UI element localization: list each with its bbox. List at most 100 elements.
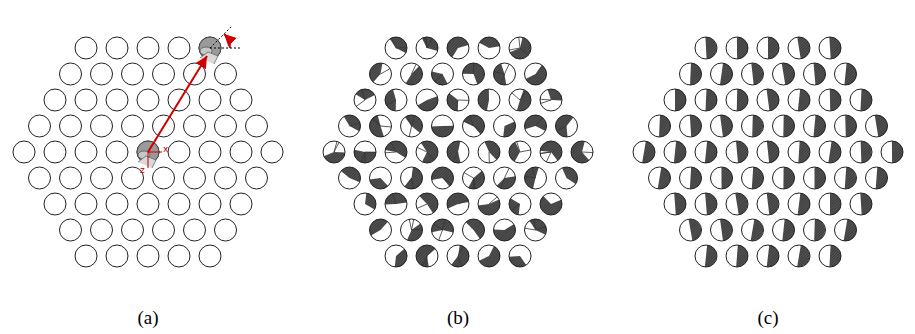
element-circle <box>447 245 469 267</box>
element-circle <box>106 193 128 215</box>
panel-a-overlay <box>137 26 240 168</box>
element-circle <box>75 193 97 215</box>
phase-stroke <box>458 246 463 256</box>
element-outline <box>664 89 686 111</box>
panel-a-circles <box>13 37 283 267</box>
element-circle <box>106 37 128 59</box>
element-circle <box>215 219 237 241</box>
element-outline <box>494 219 516 241</box>
element-outline <box>835 115 857 137</box>
phase-wedge <box>797 245 810 267</box>
element-circle <box>29 167 51 189</box>
phase-wedge <box>525 167 539 189</box>
phase-wedge <box>860 193 872 215</box>
element-outline <box>540 193 562 215</box>
element-circle <box>354 141 376 163</box>
phase-stroke <box>512 93 520 100</box>
phase-stroke <box>505 168 510 178</box>
element-circle <box>60 63 82 85</box>
element-circle <box>106 245 128 267</box>
phase-wedge <box>659 115 670 137</box>
element-circle <box>230 141 252 163</box>
element-circle <box>819 245 841 267</box>
phase-stroke <box>424 37 427 48</box>
element-outline <box>509 89 531 111</box>
phase-stroke <box>393 194 396 204</box>
element-circle <box>416 245 438 267</box>
element-outline <box>416 193 438 215</box>
phase-wedge <box>385 193 407 204</box>
element-circle <box>664 193 686 215</box>
element-circle <box>556 115 578 137</box>
element-circle <box>726 37 748 59</box>
element-outline <box>819 193 841 215</box>
phase-stroke <box>557 126 567 131</box>
phase-wedge <box>395 249 407 267</box>
element-outline <box>478 141 500 163</box>
phase-wedge <box>845 167 857 189</box>
element-circle <box>385 245 407 267</box>
phase-stroke <box>407 116 411 126</box>
element-circle <box>432 115 454 137</box>
element-circle <box>804 63 826 85</box>
angle-arc <box>224 34 230 48</box>
phase-wedge <box>369 219 387 236</box>
phase-wedge <box>797 37 810 59</box>
element-circle <box>773 167 795 189</box>
phase-stroke <box>391 38 396 48</box>
phase-wedge <box>548 89 562 101</box>
element-outline <box>788 37 810 59</box>
element-outline <box>370 167 392 189</box>
element-outline <box>742 219 764 241</box>
phase-wedge <box>422 37 438 51</box>
element-circle <box>711 167 733 189</box>
phase-wedge <box>468 171 484 189</box>
element-outline <box>525 63 547 85</box>
element-circle <box>711 115 733 137</box>
phase-wedge <box>497 176 516 189</box>
element-outline <box>432 115 454 137</box>
phase-wedge <box>432 126 454 137</box>
phase-stroke <box>501 178 505 188</box>
phase-wedge <box>735 193 747 215</box>
element-circle <box>447 37 469 59</box>
phase-stroke <box>464 173 474 178</box>
element-circle <box>680 167 702 189</box>
element-circle <box>680 219 702 241</box>
element-outline <box>447 193 469 215</box>
phase-wedge <box>721 167 732 189</box>
phase-stroke <box>520 48 528 55</box>
element-circle <box>91 219 113 241</box>
element-outline <box>711 167 733 189</box>
phase-stroke <box>381 126 392 128</box>
phase-wedge <box>737 89 748 111</box>
phase-stroke <box>443 178 452 184</box>
phase-stroke <box>362 90 365 100</box>
element-circle <box>788 37 810 59</box>
element-circle <box>757 193 779 215</box>
element-circle <box>44 89 66 111</box>
phase-stroke <box>334 141 337 152</box>
propagation-arrow <box>148 56 207 152</box>
element-outline <box>649 115 671 137</box>
element-circle <box>649 115 671 137</box>
phase-stroke <box>409 219 411 230</box>
axis-x <box>148 152 162 153</box>
element-circle <box>835 63 857 85</box>
element-circle <box>215 167 237 189</box>
element-outline <box>835 167 857 189</box>
element-circle <box>835 167 857 189</box>
phase-stroke <box>409 126 411 137</box>
phase-wedge <box>478 199 500 215</box>
phase-wedge <box>705 37 716 59</box>
element-circle <box>788 141 810 163</box>
element-outline <box>680 167 702 189</box>
phase-wedge <box>798 141 810 163</box>
element-circle <box>230 193 252 215</box>
phase-wedge <box>861 141 872 163</box>
element-circle <box>29 115 51 137</box>
element-circle <box>168 245 190 267</box>
element-circle <box>525 219 547 241</box>
element-circle <box>757 89 779 111</box>
phase-wedge <box>675 89 686 111</box>
